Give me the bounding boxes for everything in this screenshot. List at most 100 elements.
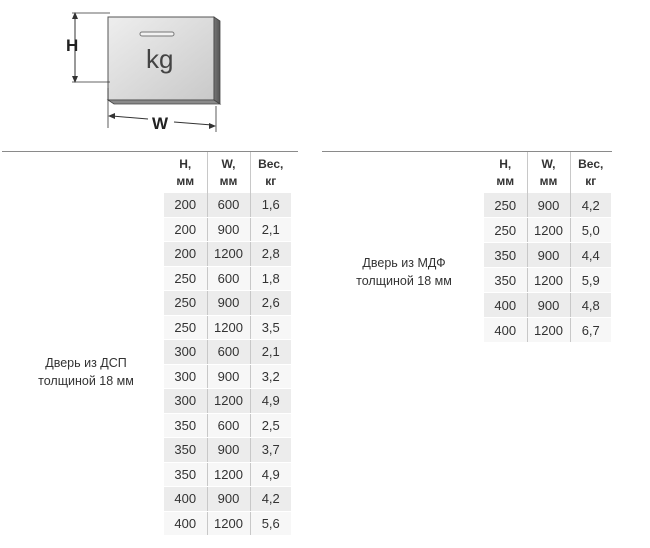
mdf-door-label-line2: толщиной 18 мм (356, 274, 452, 288)
height-cell: 400 (484, 317, 527, 343)
header-line: H, (499, 156, 512, 171)
door-weight-figure: H W kg (60, 8, 230, 136)
weight-cell: 2,1 (249, 339, 291, 365)
height-cell: 250 (164, 290, 207, 316)
weight-cell: 2,6 (249, 290, 291, 316)
width-cell: 900 (526, 193, 570, 218)
height-cell: 300 (164, 388, 207, 414)
height-cell: 250 (164, 315, 207, 340)
table-header-row: H, мм W, мм Вес, кг (484, 152, 611, 193)
mdf-door-label: Дверь из МДФ толщиной 18 мм (338, 254, 470, 290)
width-cell: 1200 (206, 462, 250, 487)
height-cell: 350 (484, 242, 527, 268)
height-cell: 400 (164, 511, 207, 536)
header-unit: кг (585, 173, 597, 188)
header-line: H, (179, 156, 192, 171)
width-cell: 1200 (526, 267, 570, 293)
width-cell: 900 (206, 217, 250, 242)
weight-cell: 5,6 (249, 511, 291, 536)
header-unit: мм (539, 173, 558, 188)
weight-cell: 5,0 (569, 217, 611, 243)
height-dimension-label: H (66, 36, 79, 55)
weight-cell: 4,4 (569, 242, 611, 268)
width-column-header: W, мм (526, 152, 570, 193)
width-cell: 600 (206, 339, 250, 365)
width-column-header: W, мм (206, 152, 250, 193)
weight-cell: 2,8 (249, 241, 291, 267)
width-cell: 600 (206, 193, 250, 218)
weight-cell: 4,2 (569, 193, 611, 218)
width-cell: 1200 (206, 241, 250, 267)
height-cell: 250 (484, 217, 527, 243)
weight-cell: 4,8 (569, 292, 611, 318)
table-header-row: H, мм W, мм Вес, кг (164, 152, 291, 193)
width-cell: 1200 (206, 315, 250, 340)
weight-cell: 6,7 (569, 317, 611, 343)
separator-line-right (322, 151, 612, 152)
width-cell: 900 (206, 486, 250, 512)
mdf-door-label-line1: Дверь из МДФ (362, 256, 446, 270)
weight-cell: 2,1 (249, 217, 291, 242)
height-cell: 350 (164, 437, 207, 463)
height-cell: 200 (164, 193, 207, 218)
weight-cell: 3,5 (249, 315, 291, 340)
header-unit: мм (176, 173, 195, 188)
width-cell: 600 (206, 266, 250, 291)
height-cell: 400 (164, 486, 207, 512)
door-illustration (72, 12, 222, 132)
width-cell: 1200 (526, 217, 570, 243)
header-line: Вес, (578, 156, 604, 171)
height-cell: 350 (164, 413, 207, 438)
height-column-header: H, мм (164, 152, 207, 193)
height-cell: 200 (164, 241, 207, 267)
weight-column-header: Вес, кг (569, 152, 611, 193)
width-cell: 900 (206, 437, 250, 463)
weight-cell: 5,9 (569, 267, 611, 293)
chipboard-door-label-line2: толщиной 18 мм (38, 374, 134, 388)
width-dimension-label: W (152, 114, 169, 133)
weight-cell: 3,7 (249, 437, 291, 463)
door-weight-unit-label: kg (146, 44, 174, 74)
height-cell: 250 (164, 266, 207, 291)
width-cell: 1200 (526, 317, 570, 343)
weight-cell: 4,2 (249, 486, 291, 512)
weight-cell: 1,8 (249, 266, 291, 291)
chipboard-door-label-line1: Дверь из ДСП (45, 356, 127, 370)
width-cell: 1200 (206, 388, 250, 414)
width-cell: 900 (206, 290, 250, 316)
weight-cell: 4,9 (249, 462, 291, 487)
width-cell: 900 (206, 364, 250, 389)
header-line: W, (221, 156, 236, 171)
height-cell: 200 (164, 217, 207, 242)
header-unit: кг (265, 173, 277, 188)
header-line: W, (541, 156, 556, 171)
width-cell: 1200 (206, 511, 250, 536)
header-unit: мм (496, 173, 515, 188)
weight-cell: 3,2 (249, 364, 291, 389)
separator-line-left (2, 151, 298, 152)
height-cell: 350 (484, 267, 527, 293)
chipboard-door-label: Дверь из ДСП толщиной 18 мм (20, 354, 152, 390)
height-cell: 250 (484, 193, 527, 218)
